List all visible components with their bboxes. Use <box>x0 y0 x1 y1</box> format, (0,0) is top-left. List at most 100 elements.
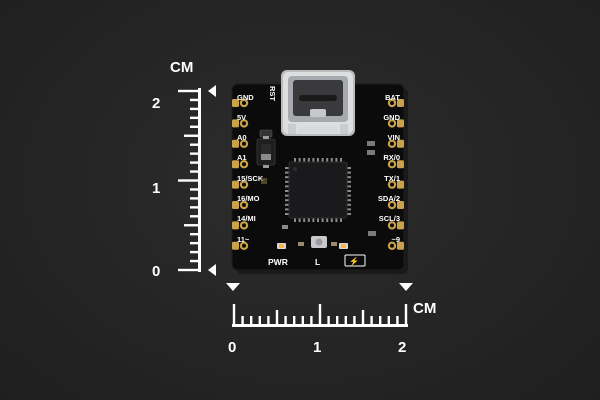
vertical-label-0: 0 <box>152 263 160 280</box>
pin-label-gnd-left: GND <box>237 93 254 102</box>
pin-label-a1: A1 <box>237 153 247 162</box>
top-marker-triangle <box>208 85 216 97</box>
chip-pin <box>346 185 351 188</box>
pin-pad <box>232 160 239 169</box>
ruler-tick <box>190 250 200 254</box>
pin-hole-center <box>390 223 394 228</box>
ruler-tick <box>190 125 200 128</box>
chip-pin <box>317 217 319 222</box>
ruler-tick <box>370 316 373 326</box>
ruler-tick <box>396 316 399 326</box>
pin-pad <box>397 201 404 209</box>
diode-component <box>256 136 276 168</box>
ruler-tick <box>232 304 236 326</box>
ruler-tick <box>190 259 200 263</box>
ruler-tick <box>190 116 200 120</box>
ruler-tick <box>178 179 200 182</box>
vertical-label-1: 1 <box>152 180 160 197</box>
pin-pad <box>397 119 404 128</box>
ruler-tick <box>190 241 200 245</box>
pin-label-vin: VIN <box>387 133 400 142</box>
chip-pin <box>285 203 290 206</box>
chip-pin <box>307 158 310 163</box>
pin-hole-center <box>242 182 246 187</box>
ruler-tick <box>336 316 339 326</box>
pin-label-scl3: SCL/3 <box>379 214 400 223</box>
pin-label-15-sck: 15/SCK <box>237 174 264 183</box>
chip-pin <box>346 194 351 197</box>
ruler-tick <box>190 161 200 164</box>
chip-pin <box>340 158 342 163</box>
left-pin-pads <box>232 98 249 250</box>
pin-hole-center <box>242 223 246 228</box>
chip-pin <box>346 176 351 179</box>
microcontroller-board: GND 5V A0 A1 15/SCK 16/MO 14/MI 11~ BAT … <box>231 70 408 274</box>
vertical-label-2: 2 <box>152 95 160 112</box>
right-pin-labels: BAT GND VIN RX/0 TX/1 SDA/2 SCL/3 ~9 <box>378 93 401 244</box>
chip-pin <box>346 213 351 215</box>
chip-pin <box>285 199 290 202</box>
chip-pin <box>346 199 351 202</box>
pin-label-bat: BAT <box>385 93 400 102</box>
ruler-tick <box>190 206 200 209</box>
pin-hole-center <box>242 203 246 207</box>
chip-pin <box>312 158 315 163</box>
chip-pin <box>321 217 324 222</box>
left-pin-labels: GND 5V A0 A1 15/SCK 16/MO 14/MI 11~ <box>237 93 264 244</box>
pin-label-a0: A0 <box>237 133 247 142</box>
ruler-tick <box>190 188 200 191</box>
pin-label-sda2: SDA/2 <box>378 194 400 203</box>
chip-pin <box>346 167 351 169</box>
vertical-ruler-ticks <box>178 89 200 272</box>
pin-pad <box>397 160 404 169</box>
chip-pin <box>330 158 333 163</box>
ruler-tick <box>353 316 356 326</box>
ruler-tick <box>178 89 200 93</box>
right-pin-pads <box>387 98 404 250</box>
pin-pad <box>397 180 404 189</box>
chip-pin <box>285 167 290 169</box>
chip-pin <box>298 217 301 222</box>
ruler-tick <box>190 98 200 102</box>
pin-hole-center <box>390 101 394 105</box>
ruler-tick <box>293 316 296 326</box>
pin-hole-center <box>390 121 394 126</box>
ruler-tick <box>301 316 304 326</box>
chip-pin <box>317 158 319 163</box>
ruler-tick <box>267 316 270 326</box>
pin-label-11: 11~ <box>237 235 250 244</box>
chip-pin <box>346 180 351 183</box>
pin-label-14-mi: 14/MI <box>237 214 256 223</box>
charge-led: ⚡ <box>344 254 366 267</box>
chip-pin <box>285 180 290 183</box>
rst-label: RST <box>268 86 277 101</box>
right-marker-triangle <box>399 283 413 291</box>
pwr-led-label: PWR <box>268 257 288 267</box>
chip-pin <box>340 217 342 222</box>
chip-pin <box>326 158 329 163</box>
pin-hole-center <box>390 162 394 167</box>
horizontal-label-0: 0 <box>228 339 236 356</box>
pin-label-16-mo: 16/MO <box>237 194 260 203</box>
pin-hole-center <box>242 121 246 126</box>
pin-pad <box>232 119 239 128</box>
pin-pad <box>232 139 239 148</box>
pin-pad <box>232 180 239 189</box>
ruler-tick <box>190 107 200 111</box>
pin-hole-center <box>390 243 394 248</box>
chip-pin <box>298 158 301 163</box>
pin-label-gnd-right: GND <box>383 113 400 122</box>
chip-pin <box>294 158 296 163</box>
pin-hole-center <box>390 182 394 187</box>
chip-pin <box>285 208 290 211</box>
pin-pad <box>232 201 239 209</box>
ruler-tick <box>361 310 365 326</box>
pin-pad <box>232 241 239 250</box>
pin-hole-center <box>242 101 246 105</box>
vertical-ruler: CM 2 1 0 <box>152 59 216 280</box>
ruler-tick <box>310 316 313 326</box>
horizontal-label-1: 1 <box>313 339 321 356</box>
ruler-tick <box>190 215 200 218</box>
left-marker-triangle <box>226 283 240 291</box>
pin-pad <box>397 99 404 107</box>
